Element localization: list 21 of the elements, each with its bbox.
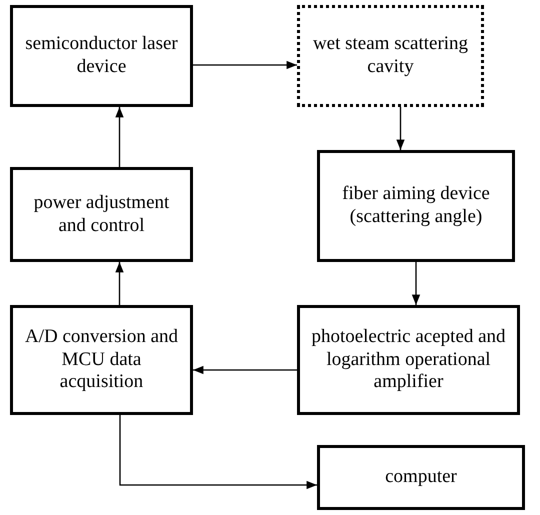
box-label: wet steam scattering cavity xyxy=(312,33,470,79)
process-box xyxy=(10,167,193,262)
arrow xyxy=(412,262,420,305)
box-label: A/D conversion and MCU data acquisition xyxy=(24,326,180,394)
arrow xyxy=(115,107,124,167)
process-box xyxy=(297,305,520,415)
process-box xyxy=(10,305,193,415)
process-box xyxy=(317,150,515,262)
box-label: photoelectric acepted and logarithm operational amplifier xyxy=(310,326,507,394)
box-label: semiconductor laser device xyxy=(24,33,179,79)
arrow xyxy=(193,366,297,374)
box-label: computer xyxy=(385,466,457,489)
process-box xyxy=(317,445,525,510)
box-label: power adjustment and control xyxy=(32,192,170,238)
process-box xyxy=(10,5,193,107)
box-label: fiber aiming device (scattering angle) xyxy=(341,183,491,229)
process-box xyxy=(297,5,484,107)
arrow xyxy=(193,60,297,70)
arrow xyxy=(119,415,317,490)
arrow xyxy=(115,262,124,305)
arrow xyxy=(396,107,405,150)
